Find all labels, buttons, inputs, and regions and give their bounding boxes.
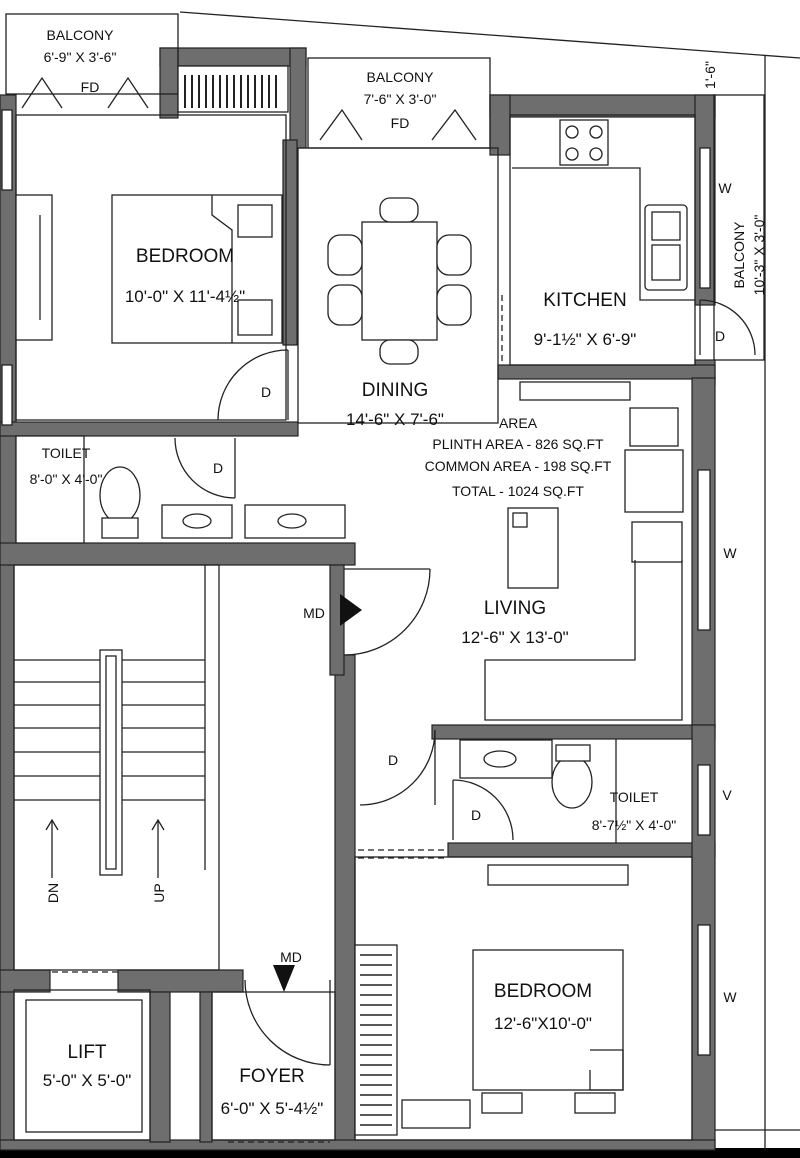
wardrobe-lines [360,954,392,1126]
foyer-dim: 6'-0" X 5'-4½" [221,1099,324,1118]
door-mark-toilet-2: D [471,807,481,823]
balcony-2-dim: 7'-6" X 3'-0" [364,91,437,107]
toilet-1-dim: 8'-0" X 4'-0" [30,471,103,487]
bedroom-1-dim: 10'-0" X 11'-4½" [125,287,245,306]
door-mark-passage: D [388,752,398,768]
grille-lines [184,75,277,108]
dining-name: DINING [362,380,429,401]
dining-dim: 14'-6" X 7'-6" [346,410,444,429]
main-door-mark-living: MD [303,605,325,621]
furniture [1,65,711,1136]
kitchen-name: KITCHEN [543,290,626,311]
bedroom-2-dim: 12'-6"X10'-0" [494,1014,592,1033]
foyer-name: FOYER [239,1066,304,1087]
room-labels: BALCONY 6'-9" X 3'-6" FD BALCONY 7'-6" X… [30,27,767,1118]
stair-up-label: UP [151,883,167,902]
window-mark-bedroom-2: W [723,989,737,1005]
door-mark-toilet-1: D [213,460,223,476]
toilet-1-name: TOILET [42,445,91,461]
window-mark-living: W [723,545,737,561]
stair-down-label: DN [45,883,61,903]
toilet-2-dim: 8'-7½" X 4'-0" [592,817,677,833]
area-common: COMMON AREA - 198 SQ.FT [425,458,612,474]
lift-dim: 5'-0" X 5'-0" [43,1071,132,1090]
ventilator-mark-toilet-2: V [722,787,732,803]
door-mark-kitchen: D [715,328,725,344]
living-name: LIVING [484,598,546,619]
balcony-2-door: FD [391,115,410,131]
area-plinth: PLINTH AREA - 826 SQ.FT [432,436,604,452]
symbol-labels: D D D D D MD MD W W V W DN UP [45,180,737,1005]
balcony-2-name: BALCONY [367,69,435,85]
bedroom-1-name: BEDROOM [136,246,234,267]
area-title: AREA [499,415,538,431]
balcony-1-dim: 6'-9" X 3'-6" [44,49,117,65]
bedroom-2-name: BEDROOM [494,981,592,1002]
offset-dim: 1'-6" [702,61,718,89]
balcony-1-door: FD [81,79,100,95]
area-total: TOTAL - 1024 SQ.FT [452,483,584,499]
kitchen-dim: 9'-1½" X 6'-9" [534,330,637,349]
balcony-3-name: BALCONY [731,221,747,289]
window-mark-kitchen: W [718,180,732,196]
living-dim: 12'-6" X 13'-0" [461,628,568,647]
lift-name: LIFT [67,1042,106,1063]
balcony-1-name: BALCONY [47,27,115,43]
door-mark-bedroom-1: D [261,384,271,400]
balcony-3-dim: 10'-3" X 3'-0" [751,215,767,296]
door-swings [21,76,756,1143]
toilet-2-name: TOILET [610,789,659,805]
main-door-mark-foyer: MD [280,949,302,965]
